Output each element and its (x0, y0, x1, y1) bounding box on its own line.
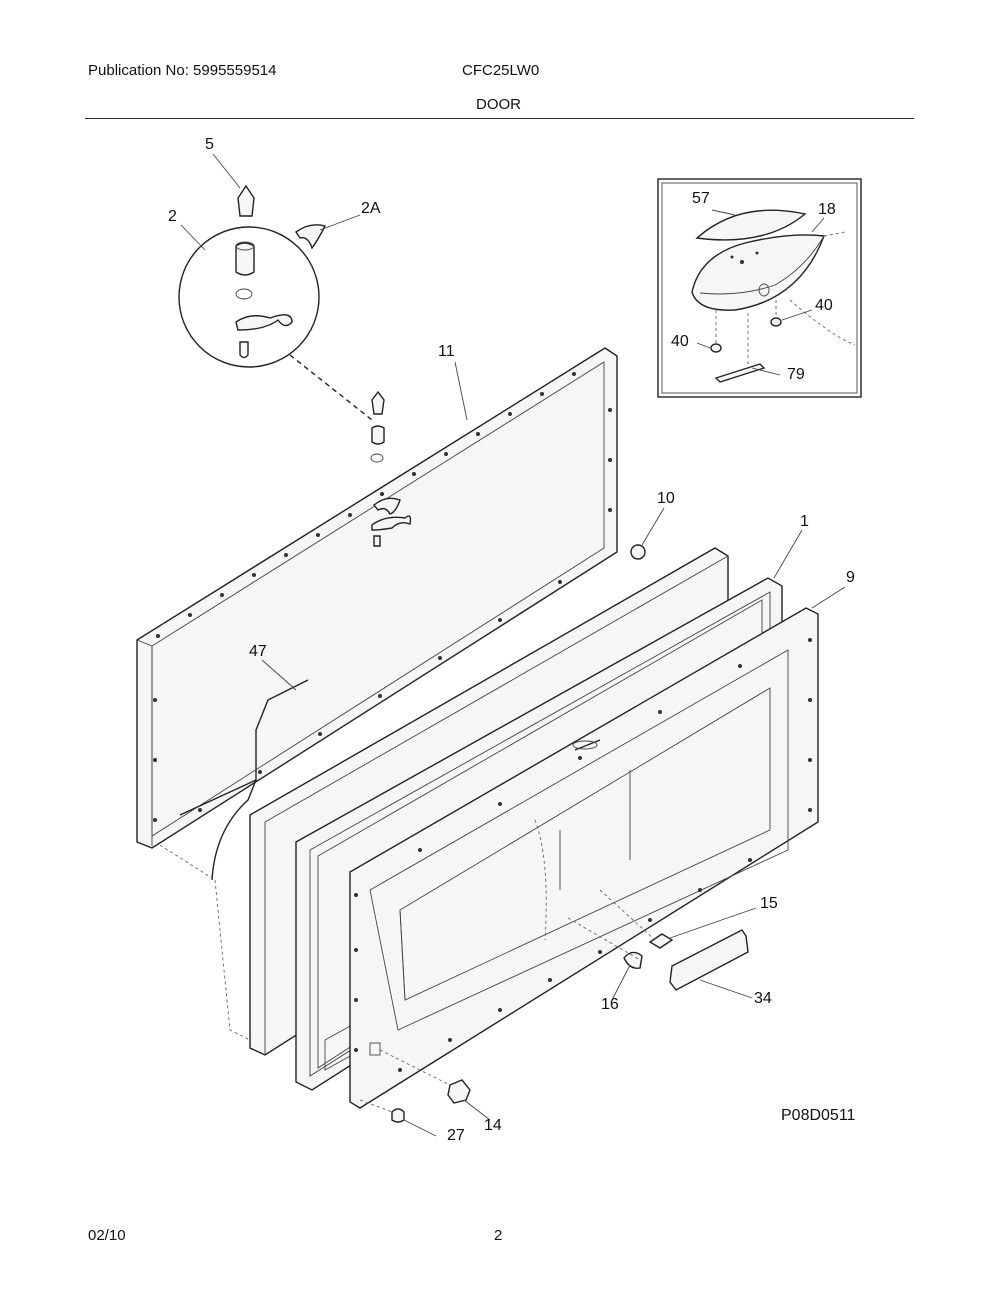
callout-27: 27 (447, 1127, 465, 1144)
door-outer-panel (136, 347, 618, 849)
section-title: DOOR (476, 96, 521, 113)
hinge-detail-circle (178, 226, 320, 368)
callout-40-left: 40 (671, 333, 689, 350)
callout-34: 34 (754, 990, 772, 1007)
header-rule (85, 118, 914, 119)
model-number: CFC25LW0 (462, 62, 540, 79)
footer-date: 02/10 (88, 1227, 126, 1244)
callout-18: 18 (818, 201, 836, 218)
heater-tube (179, 679, 309, 881)
publication-number: Publication No: 5995559514 (88, 62, 277, 79)
callout-2: 2 (168, 208, 177, 225)
liner-rivets (354, 638, 812, 1072)
callout-14: 14 (484, 1117, 502, 1134)
callout-2a: 2A (361, 200, 381, 217)
callout-1: 1 (800, 513, 809, 530)
callout-11: 11 (438, 343, 455, 360)
callout-9: 9 (846, 569, 855, 586)
callout-47: 47 (249, 643, 267, 660)
callout-57: 57 (692, 190, 710, 207)
handle-cover (695, 209, 807, 241)
callout-16: 16 (601, 996, 619, 1013)
diagram-code: P08D0511 (781, 1107, 856, 1124)
panel-rivets (153, 372, 612, 822)
inset-box (657, 178, 862, 398)
callout-40-right: 40 (815, 297, 833, 314)
callout-15: 15 (760, 895, 778, 912)
callout-79: 79 (787, 366, 805, 383)
callout-10: 10 (657, 490, 675, 507)
handle-bracket (714, 363, 766, 383)
leader-lines (180, 153, 846, 1137)
handle-body (691, 234, 825, 311)
callout-5: 5 (205, 136, 214, 153)
door-inner-liner (349, 607, 819, 1109)
footer-page: 2 (494, 1227, 503, 1244)
